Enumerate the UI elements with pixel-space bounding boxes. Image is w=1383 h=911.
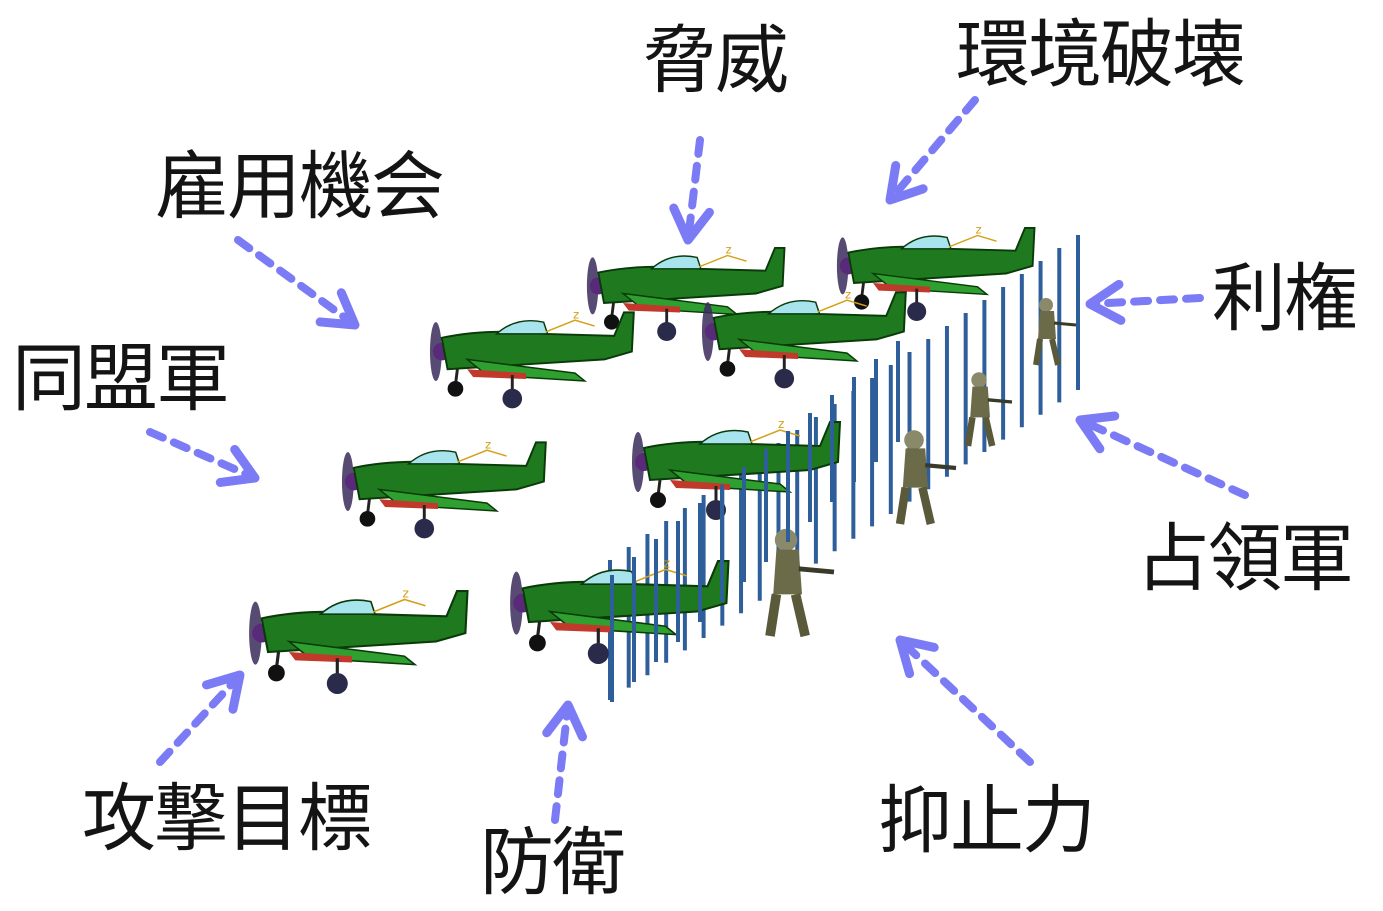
- arrow-head-icon: [315, 288, 360, 330]
- label-occupation-forces: 占領軍: [1136, 516, 1354, 602]
- airplane-icon: [508, 553, 731, 666]
- label-allied-forces: 同盟軍: [12, 336, 230, 422]
- label-environmental-destruction: 環境破壊: [956, 12, 1246, 98]
- arrow-head-icon: [1085, 279, 1126, 325]
- airplane-icon: [428, 305, 636, 410]
- label-attack-target: 攻撃目標: [82, 776, 372, 862]
- soldier-icon: [968, 372, 1012, 446]
- dashed-arrow-icon: [886, 96, 979, 204]
- dashed-arrow-icon: [146, 428, 259, 482]
- dashed-arrow-icon: [684, 136, 704, 244]
- arrow-head-icon: [201, 670, 245, 714]
- label-defense: 防衛: [480, 820, 626, 906]
- dashed-arrow-icon: [1076, 416, 1249, 499]
- airplane-icon: [340, 435, 548, 540]
- arrow-head-icon: [895, 635, 939, 679]
- label-interests: 利権: [1212, 256, 1358, 342]
- arrow-head-icon: [1075, 411, 1120, 454]
- airplane-icon: [247, 583, 470, 696]
- dashed-arrow-icon: [234, 236, 359, 329]
- dashed-arrow-icon: [156, 671, 244, 766]
- arrow-head-icon: [215, 444, 260, 487]
- label-threat: 脅威: [643, 18, 789, 104]
- arrow-head-icon: [669, 203, 714, 245]
- soldier-icon: [770, 529, 834, 636]
- arrow-head-icon: [542, 700, 588, 742]
- dashed-arrow-icon: [1086, 294, 1204, 308]
- dashed-arrow-icon: [551, 701, 572, 824]
- label-deterrence: 抑止力: [878, 778, 1096, 864]
- arrow-head-icon: [885, 160, 928, 205]
- label-employment: 雇用機会: [155, 144, 445, 230]
- dashed-arrow-icon: [896, 636, 1034, 766]
